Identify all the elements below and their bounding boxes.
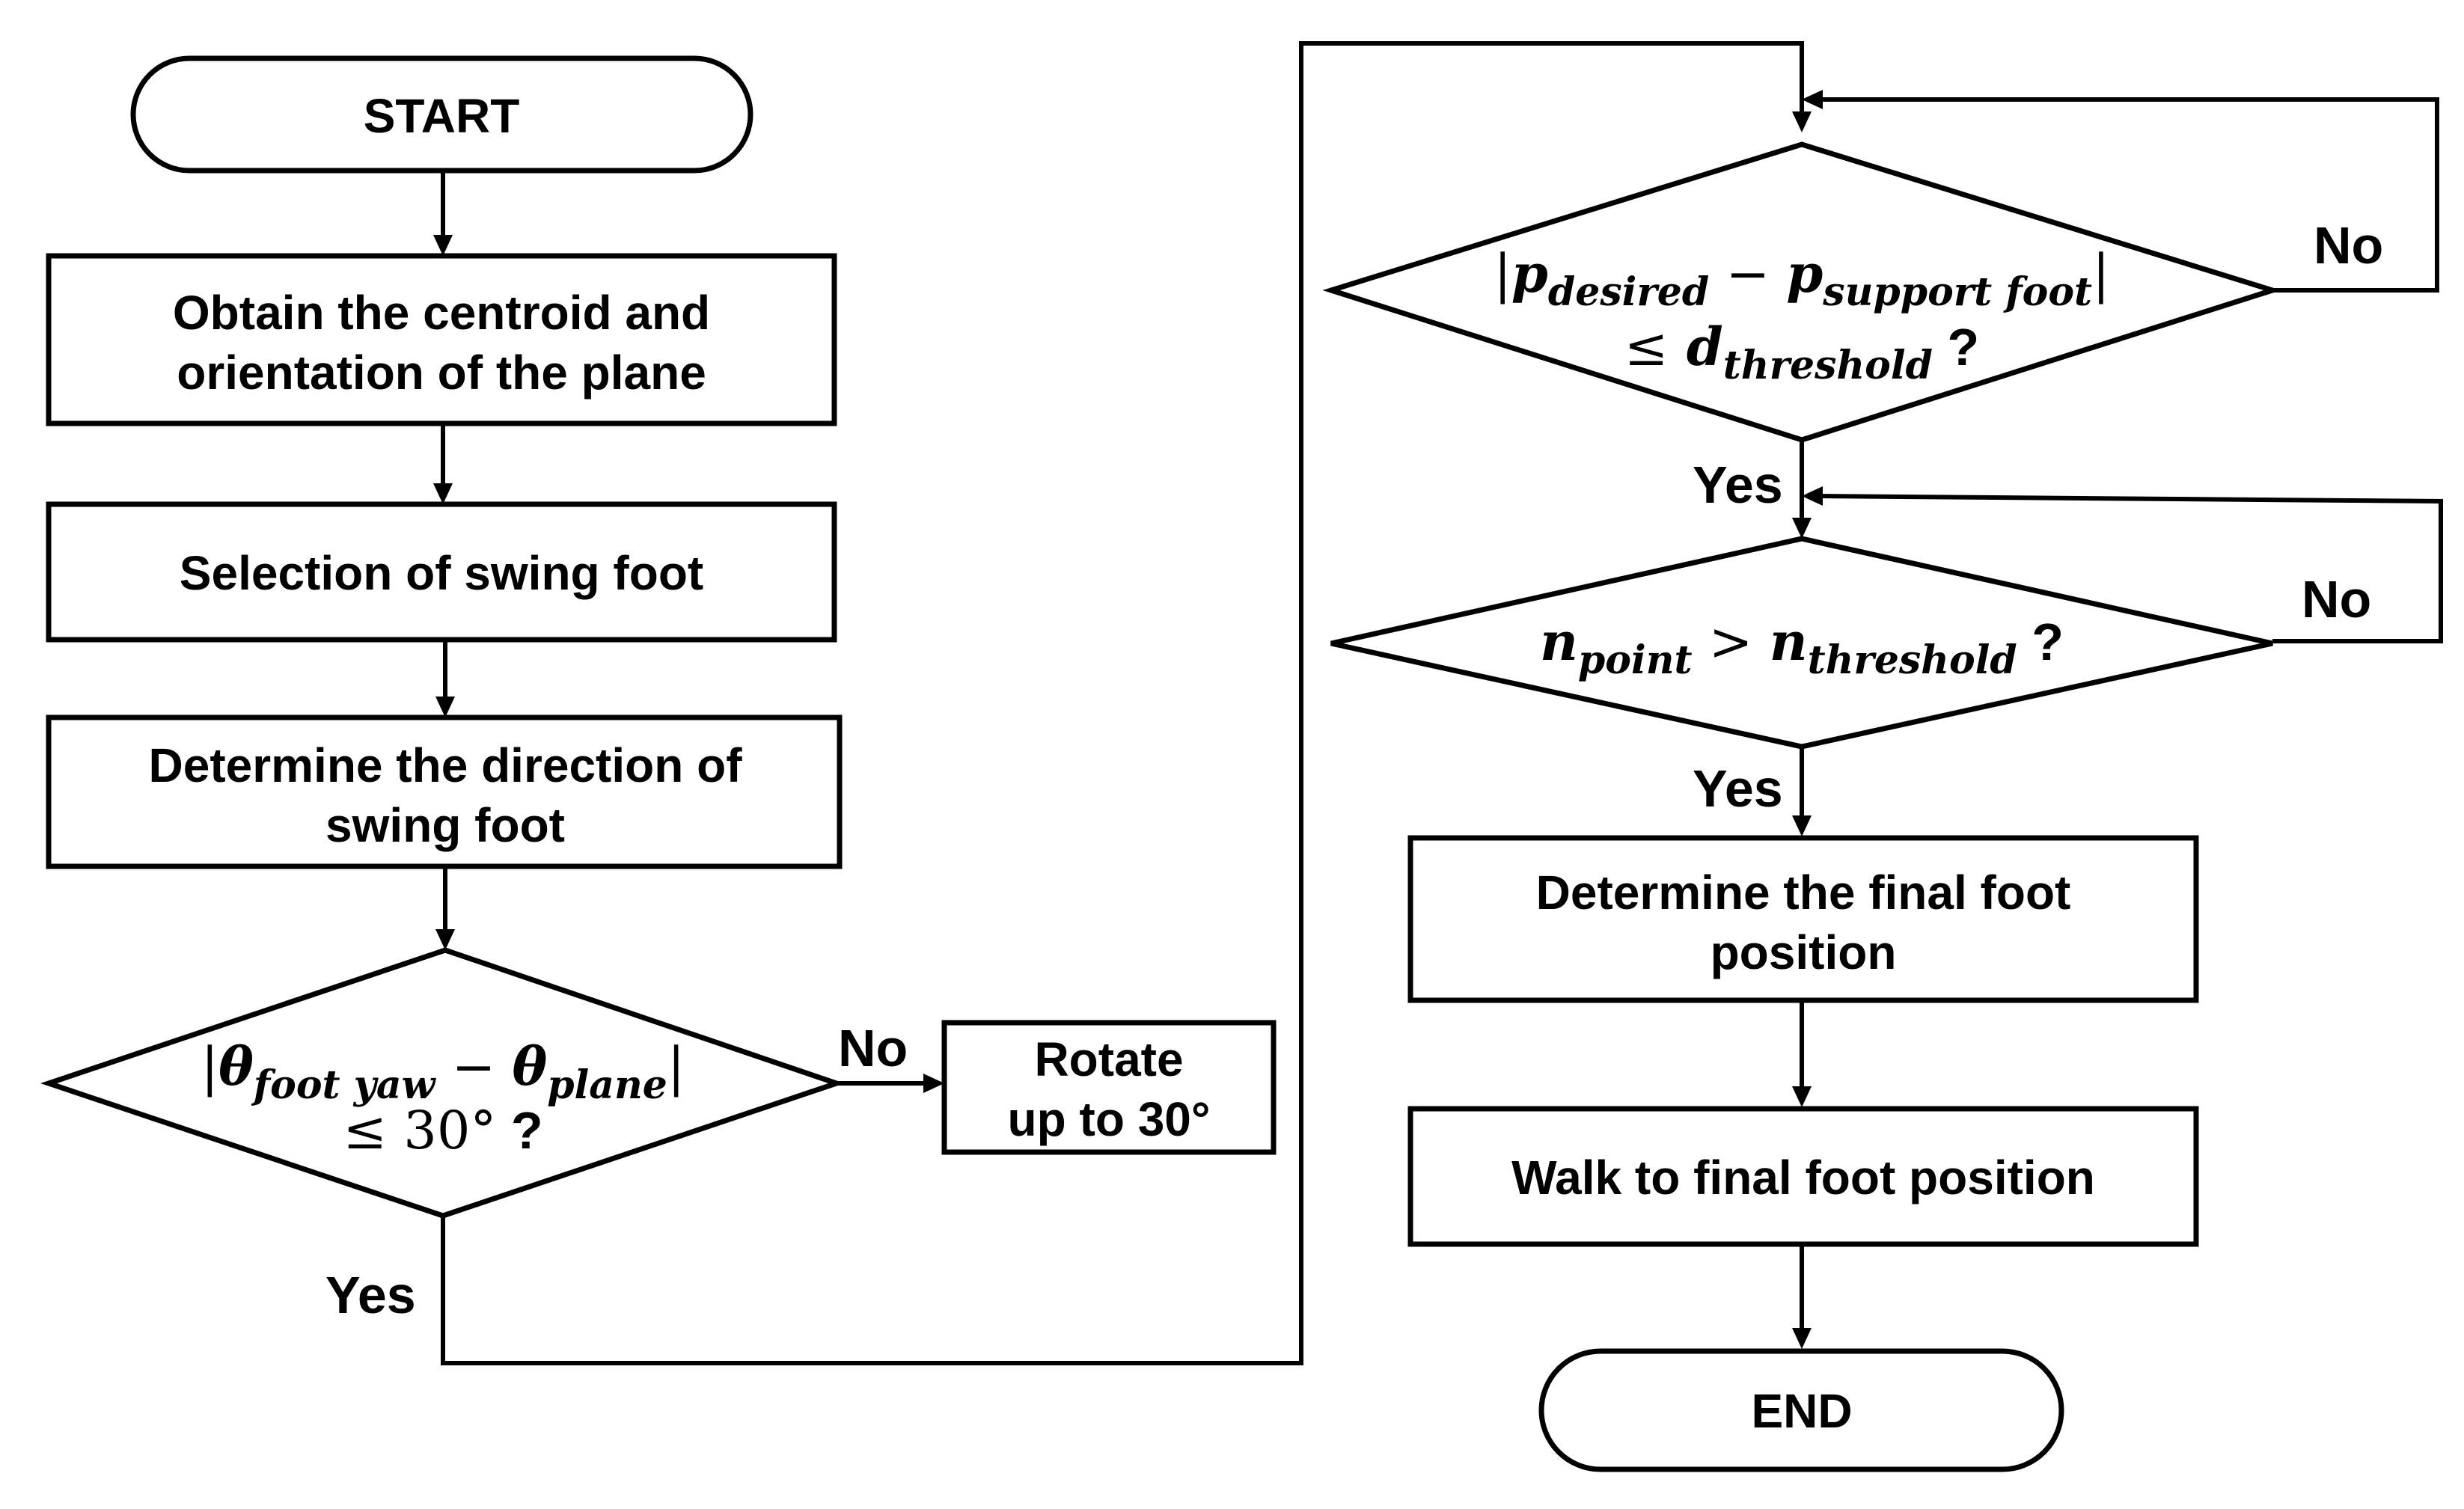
decision-point-count: npoint > nthreshold ? — [1330, 536, 2273, 750]
arrow-d1-yes-to-d2 — [441, 41, 1804, 1365]
rotate-line-1: Rotate — [1034, 1032, 1183, 1086]
d3-diamond — [1330, 536, 2273, 750]
arrowhead — [1792, 518, 1812, 539]
final-line-1: Determine the final foot — [1536, 866, 2071, 919]
start-terminal: START — [130, 55, 753, 174]
start-label: START — [364, 89, 520, 143]
arrowhead — [433, 235, 453, 256]
select-label: Selection of swing foot — [180, 546, 703, 600]
rotate-line-2: up to 30° — [1008, 1092, 1211, 1146]
d1-diamond — [40, 947, 845, 1219]
arrowhead — [433, 483, 453, 504]
d2-diamond — [1322, 141, 2281, 443]
arrowhead — [1792, 1086, 1812, 1107]
d1-yes-label: Yes — [325, 1266, 416, 1324]
obtain-box — [46, 253, 837, 426]
walk-label: Walk to final foot position — [1511, 1151, 2095, 1205]
decision-yaw-angle: |θfoot yaw − θplane| ≤ 30° ? — [40, 947, 845, 1219]
end-terminal: END — [1538, 1348, 2064, 1472]
arrowhead — [1802, 90, 1823, 109]
d2-yes-label: Yes — [1693, 456, 1783, 514]
decision-distance: |pdesired − psupport foot| ≤ dthreshold … — [1322, 141, 2281, 443]
d1-condition-line-2: ≤ 30° ? — [343, 1100, 542, 1161]
d2-no-label: No — [2314, 216, 2383, 275]
arrowhead — [1792, 815, 1812, 836]
connectors — [441, 41, 2443, 1365]
direction-line-1: Determine the direction of — [149, 738, 743, 792]
obtain-line-1: Obtain the centroid and — [173, 286, 710, 340]
arrowhead — [435, 697, 455, 717]
d1-no-label: No — [838, 1019, 908, 1077]
d1-condition-line-1: |θfoot yaw − θplane| — [201, 1035, 685, 1108]
arrowhead — [1792, 111, 1812, 132]
arrow-d3-no-loop — [1816, 494, 2443, 643]
arrow-d2-no-loop — [1817, 97, 2439, 293]
process-determine-direction: Determine the direction of swing foot — [46, 714, 843, 869]
process-select-swing-foot: Selection of swing foot — [46, 501, 837, 643]
d2-condition-line-1: |pdesired − psupport foot| — [1494, 242, 2109, 315]
process-rotate: Rotate up to 30° — [941, 1020, 1277, 1155]
d3-yes-label: Yes — [1693, 759, 1783, 818]
direction-box — [46, 714, 843, 869]
process-final-foot-position: Determine the final foot position — [1407, 835, 2199, 1003]
walk-box — [1407, 1106, 2199, 1247]
final-line-2: position — [1711, 925, 1897, 979]
arrowheads — [433, 90, 1823, 1349]
arrowhead — [435, 929, 455, 950]
final-box — [1407, 835, 2199, 1003]
end-shape — [1538, 1348, 2064, 1472]
rotate-box — [941, 1020, 1277, 1155]
d3-no-label: No — [2302, 570, 2371, 628]
select-box — [46, 501, 837, 643]
arrowhead — [923, 1074, 944, 1093]
process-walk: Walk to final foot position — [1407, 1106, 2199, 1247]
arrowhead — [1792, 1328, 1812, 1349]
start-shape — [130, 55, 753, 174]
arrowhead — [1802, 486, 1823, 506]
d3-condition: npoint > nthreshold ? — [1540, 610, 2064, 683]
obtain-line-2: orientation of the plane — [177, 346, 706, 400]
d2-condition-line-2: ≤ dthreshold ? — [1624, 316, 1979, 388]
end-label: END — [1751, 1384, 1852, 1438]
direction-line-2: swing foot — [325, 798, 565, 852]
process-obtain-centroid: Obtain the centroid and orientation of t… — [46, 253, 837, 426]
